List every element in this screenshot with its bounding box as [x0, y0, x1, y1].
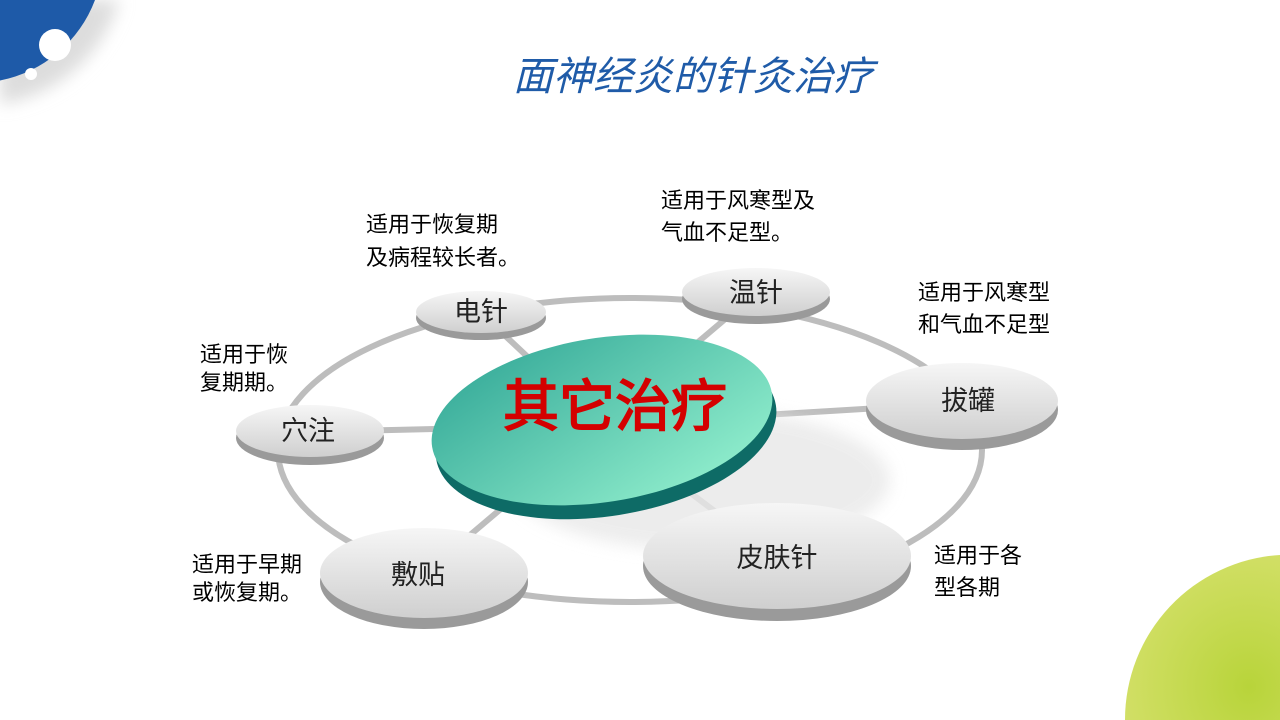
node-futie: 敷贴 [320, 528, 528, 629]
note-dianzhen: 适用于恢复期 及病程较长者。 [366, 213, 520, 271]
note-line: 型各期 [934, 576, 1000, 601]
note-line: 复期期。 [200, 371, 288, 396]
node-label: 皮肤针 [737, 543, 818, 574]
node-baguan: 拔罐 [866, 363, 1058, 450]
node-dianzhen: 电针 [416, 291, 546, 340]
note-line: 气血不足型。 [661, 221, 793, 246]
note-futie: 适用于早期 或恢复期。 [192, 553, 302, 606]
node-label: 敷贴 [391, 560, 445, 591]
corner-decoration-green [1124, 555, 1280, 720]
note-line: 及病程较长者。 [366, 246, 520, 271]
note-wenzhen: 适用于风寒型及 气血不足型。 [661, 189, 815, 246]
node-label: 拔罐 [941, 386, 995, 417]
note-xuezhu: 适用于恢 复期期。 [200, 343, 288, 396]
node-label: 电针 [454, 297, 508, 328]
note-line: 适用于风寒型及 [661, 189, 815, 214]
note-line: 适用于早期 [192, 553, 302, 578]
note-line: 适用于风寒型 [918, 281, 1050, 306]
node-label: 温针 [729, 278, 783, 309]
note-line: 适用于恢 [200, 343, 288, 368]
note-line: 适用于恢复期 [366, 213, 498, 238]
center-label: 其它治疗 [503, 375, 727, 440]
note-line: 适用于各 [934, 544, 1022, 569]
node-pifuzhen: 皮肤针 [643, 503, 911, 621]
node-xuezhu: 穴注 [236, 405, 384, 465]
note-pifuzhen: 适用于各 型各期 [934, 544, 1022, 601]
node-wenzhen: 温针 [682, 268, 830, 324]
note-line: 和气血不足型 [918, 313, 1050, 338]
note-baguan: 适用于风寒型 和气血不足型 [918, 281, 1050, 338]
slide-title: 面神经炎的针灸治疗 [513, 54, 879, 100]
note-line: 或恢复期。 [192, 581, 302, 606]
corner-decoration-blue [0, 0, 119, 104]
node-label: 穴注 [281, 416, 335, 447]
